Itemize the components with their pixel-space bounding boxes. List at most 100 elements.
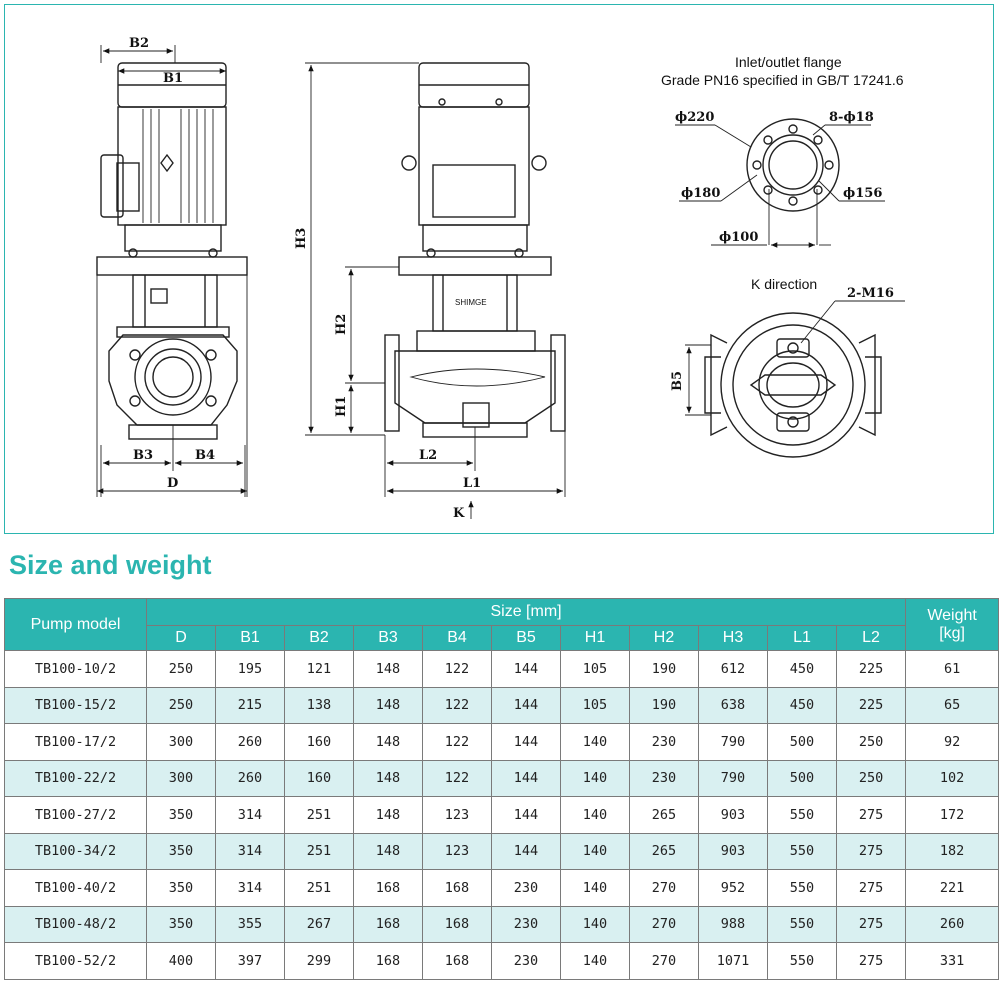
size-cell: 230 bbox=[491, 869, 561, 907]
size-cell: 450 bbox=[767, 650, 837, 688]
size-cell: 144 bbox=[491, 686, 561, 724]
model-cell: TB100-15/2 bbox=[4, 686, 147, 724]
dim-phi156-label: ϕ156 bbox=[843, 186, 882, 201]
size-cell: 550 bbox=[767, 942, 837, 980]
size-cell: 148 bbox=[353, 686, 423, 724]
size-cell: 140 bbox=[560, 905, 630, 943]
size-cell: 500 bbox=[767, 723, 837, 761]
size-col-header: B3 bbox=[353, 625, 423, 651]
model-cell: TB100-34/2 bbox=[4, 832, 147, 870]
size-cell: 122 bbox=[422, 759, 492, 797]
size-cell: 190 bbox=[629, 686, 699, 724]
size-cell: 397 bbox=[215, 942, 285, 980]
size-cell: 195 bbox=[215, 650, 285, 688]
model-cell: TB100-52/2 bbox=[4, 942, 147, 980]
size-cell: 450 bbox=[767, 686, 837, 724]
size-cell: 275 bbox=[835, 832, 907, 870]
dim-b5-label: B5 bbox=[670, 371, 685, 391]
size-cell: 314 bbox=[215, 869, 285, 907]
size-cell: 122 bbox=[422, 686, 492, 724]
size-cell: 123 bbox=[422, 832, 492, 870]
dim-b3-label: B3 bbox=[133, 448, 153, 463]
front-view bbox=[96, 45, 248, 497]
size-col-header: B4 bbox=[422, 625, 492, 651]
size-cell: 123 bbox=[422, 796, 492, 834]
size-cell: 270 bbox=[629, 942, 699, 980]
size-cell: 148 bbox=[353, 759, 423, 797]
size-cell: 314 bbox=[215, 796, 285, 834]
size-cell: 168 bbox=[422, 942, 492, 980]
size-cell: 500 bbox=[767, 759, 837, 797]
size-col-header: B2 bbox=[284, 625, 354, 651]
dim-b1-label: B1 bbox=[163, 71, 183, 86]
size-col-header: L1 bbox=[767, 625, 837, 651]
size-cell: 251 bbox=[284, 869, 354, 907]
size-cell: 121 bbox=[284, 650, 354, 688]
size-cell: 140 bbox=[560, 869, 630, 907]
size-cell: 138 bbox=[284, 686, 354, 724]
size-cell: 350 bbox=[146, 832, 216, 870]
size-cell: 314 bbox=[215, 832, 285, 870]
dim-b2-label: B2 bbox=[129, 36, 149, 51]
size-cell: 265 bbox=[629, 796, 699, 834]
side-view bbox=[305, 62, 566, 519]
front-view-labels: B2 B1 B3 B4 D bbox=[129, 36, 215, 491]
size-cell: 903 bbox=[698, 832, 768, 870]
dim-h1-label: H1 bbox=[334, 396, 349, 417]
model-cell: TB100-17/2 bbox=[4, 723, 147, 761]
size-cell: 122 bbox=[422, 723, 492, 761]
weight-cell: 331 bbox=[905, 942, 1000, 980]
size-cell: 300 bbox=[146, 759, 216, 797]
k-direction-view bbox=[685, 300, 905, 458]
size-cell: 160 bbox=[284, 723, 354, 761]
size-cell: 988 bbox=[698, 905, 768, 943]
size-cell: 140 bbox=[560, 723, 630, 761]
weight-cell: 65 bbox=[905, 686, 1000, 724]
dim-2-m16-label: 2-M16 bbox=[847, 286, 894, 301]
size-cell: 612 bbox=[698, 650, 768, 688]
k-direction-title: K direction bbox=[751, 276, 817, 292]
size-cell: 168 bbox=[353, 869, 423, 907]
size-cell: 260 bbox=[215, 723, 285, 761]
model-cell: TB100-40/2 bbox=[4, 869, 147, 907]
size-cell: 275 bbox=[835, 796, 907, 834]
size-cell: 144 bbox=[491, 723, 561, 761]
size-cell: 275 bbox=[835, 905, 907, 943]
dim-l1-label: L1 bbox=[463, 476, 481, 491]
k-arrow-label: K bbox=[453, 506, 465, 521]
size-cell: 122 bbox=[422, 650, 492, 688]
size-cell: 300 bbox=[146, 723, 216, 761]
size-cell: 550 bbox=[767, 832, 837, 870]
size-col-header: D bbox=[146, 625, 216, 651]
flange-view bbox=[675, 118, 885, 248]
technical-drawing-frame: B2 B1 B3 B4 D H3 H2 H1 L2 L1 K SHIMGE In… bbox=[4, 4, 994, 534]
size-cell: 140 bbox=[560, 759, 630, 797]
size-cell: 190 bbox=[629, 650, 699, 688]
weight-cell: 221 bbox=[905, 869, 1000, 907]
size-cell: 105 bbox=[560, 686, 630, 724]
nameplate-text: SHIMGE bbox=[455, 298, 487, 307]
flange-labels: Inlet/outlet flange Grade PN16 specified… bbox=[661, 54, 904, 245]
size-cell: 140 bbox=[560, 832, 630, 870]
size-cell: 144 bbox=[491, 832, 561, 870]
size-cell: 144 bbox=[491, 759, 561, 797]
size-cell: 251 bbox=[284, 832, 354, 870]
size-cell: 270 bbox=[629, 869, 699, 907]
weight-header: Weight [kg] bbox=[905, 598, 1000, 651]
dim-phi220-label: ϕ220 bbox=[675, 110, 714, 125]
pump-drawing: B2 B1 B3 B4 D H3 H2 H1 L2 L1 K SHIMGE In… bbox=[96, 36, 905, 521]
size-cell: 251 bbox=[284, 796, 354, 834]
size-cell: 144 bbox=[491, 650, 561, 688]
size-cell: 225 bbox=[835, 686, 907, 724]
size-cell: 148 bbox=[353, 723, 423, 761]
size-cell: 230 bbox=[629, 759, 699, 797]
size-cell: 250 bbox=[835, 759, 907, 797]
